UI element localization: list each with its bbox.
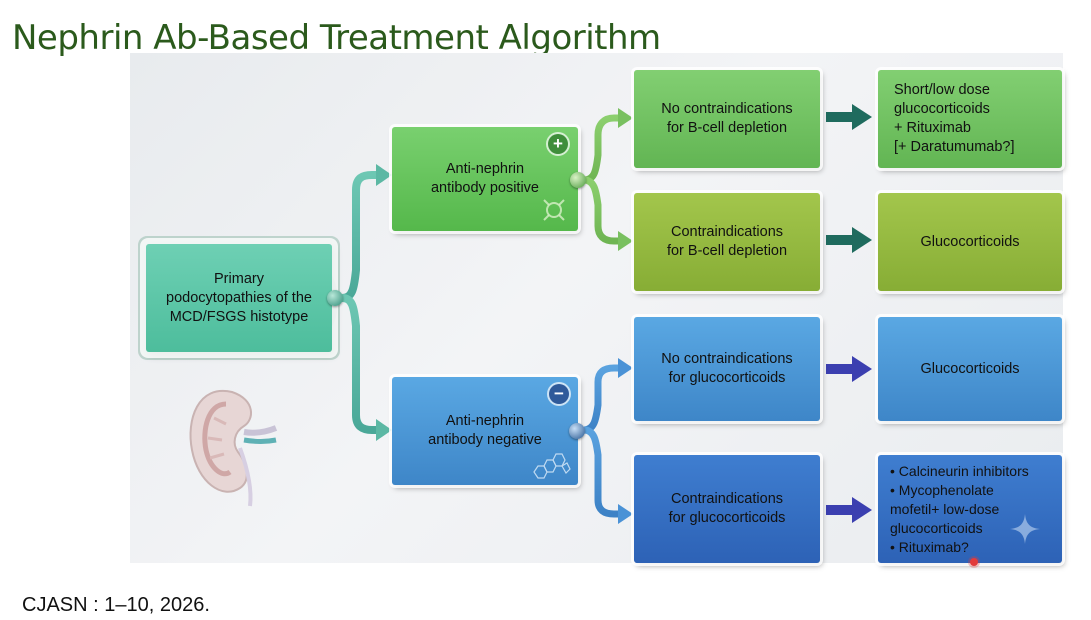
outcome-neg-ci-item: • Calcineurin inhibitors xyxy=(890,462,1029,479)
outcome-neg-ci-item: mofetil+ low-dose xyxy=(890,500,1000,517)
outcome-pos-ci: Glucocorticoids xyxy=(878,193,1062,291)
citation: CJASN : 1–10, 2026. xyxy=(22,594,210,616)
neg-contraindications-node: Contraindications for glucocorticoids xyxy=(634,455,820,563)
pos-contraindications-label: Contraindications for B-cell depletion xyxy=(666,224,788,259)
outcome-neg-no-ci: Glucocorticoids xyxy=(878,317,1062,421)
minus-sign-icon: − xyxy=(549,384,569,404)
outcome-neg-ci-list: • Calcineurin inhibitors • Mycophenolate… xyxy=(890,462,1029,557)
positive-node-label: Anti-nephrin antibody positive xyxy=(430,161,539,196)
outcome-pos-no-ci: Short/low dose glucocorticoids + Rituxim… xyxy=(878,70,1062,168)
antibody-icon xyxy=(543,199,565,221)
sparkle-icon xyxy=(1010,514,1040,544)
negative-node-label: Anti-nephrin antibody negative xyxy=(428,413,542,448)
steroid-molecule-icon xyxy=(533,453,571,479)
negative-node: Anti-nephrin antibody negative xyxy=(392,377,578,485)
root-node-label: Primary podocytopathies of the MCD/FSGS … xyxy=(166,270,312,325)
pos-no-contraindications-node: No contraindications for B-cell depletio… xyxy=(634,70,820,168)
laser-pointer-dot xyxy=(970,558,978,566)
root-node: Primary podocytopathies of the MCD/FSGS … xyxy=(146,244,332,352)
outcome-pos-no-ci-text: Short/low dose glucocorticoids + Rituxim… xyxy=(894,82,1015,155)
positive-branch-dot xyxy=(570,172,586,188)
negative-branch-dot xyxy=(569,423,585,439)
arrow-pos-no-ci xyxy=(826,104,872,130)
outcome-neg-ci-item: glucocorticoids xyxy=(890,519,983,536)
pos-no-contraindications-label: No contraindications for B-cell depletio… xyxy=(661,101,793,136)
outcome-neg-ci: • Calcineurin inhibitors • Mycophenolate… xyxy=(878,455,1062,563)
slide-title: Nephrin Ab-Based Treatment Algorithm xyxy=(12,18,661,58)
outcome-neg-ci-item: • Mycophenolate xyxy=(890,481,994,498)
arrow-neg-ci xyxy=(826,497,872,523)
arrow-neg-no-ci xyxy=(826,356,872,382)
outcome-pos-ci-text: Glucocorticoids xyxy=(920,233,1020,250)
neg-contraindications-label: Contraindications for glucocorticoids xyxy=(668,491,786,526)
root-branch-connector xyxy=(341,164,392,441)
neg-no-contraindications-label: No contraindications for glucocorticoids xyxy=(661,351,793,386)
kidney-icon xyxy=(189,389,278,507)
root-branch-dot xyxy=(327,290,343,306)
negative-branch-connector xyxy=(583,358,633,524)
outcome-neg-ci-item: • Rituximab? xyxy=(890,538,969,555)
pos-contraindications-node: Contraindications for B-cell depletion xyxy=(634,193,820,291)
neg-no-contraindications-node: No contraindications for glucocorticoids xyxy=(634,317,820,421)
positive-branch-connector xyxy=(583,108,633,251)
outcome-neg-no-ci-text: Glucocorticoids xyxy=(920,360,1020,377)
arrow-pos-ci xyxy=(826,227,872,253)
plus-sign-icon: + xyxy=(548,134,568,154)
